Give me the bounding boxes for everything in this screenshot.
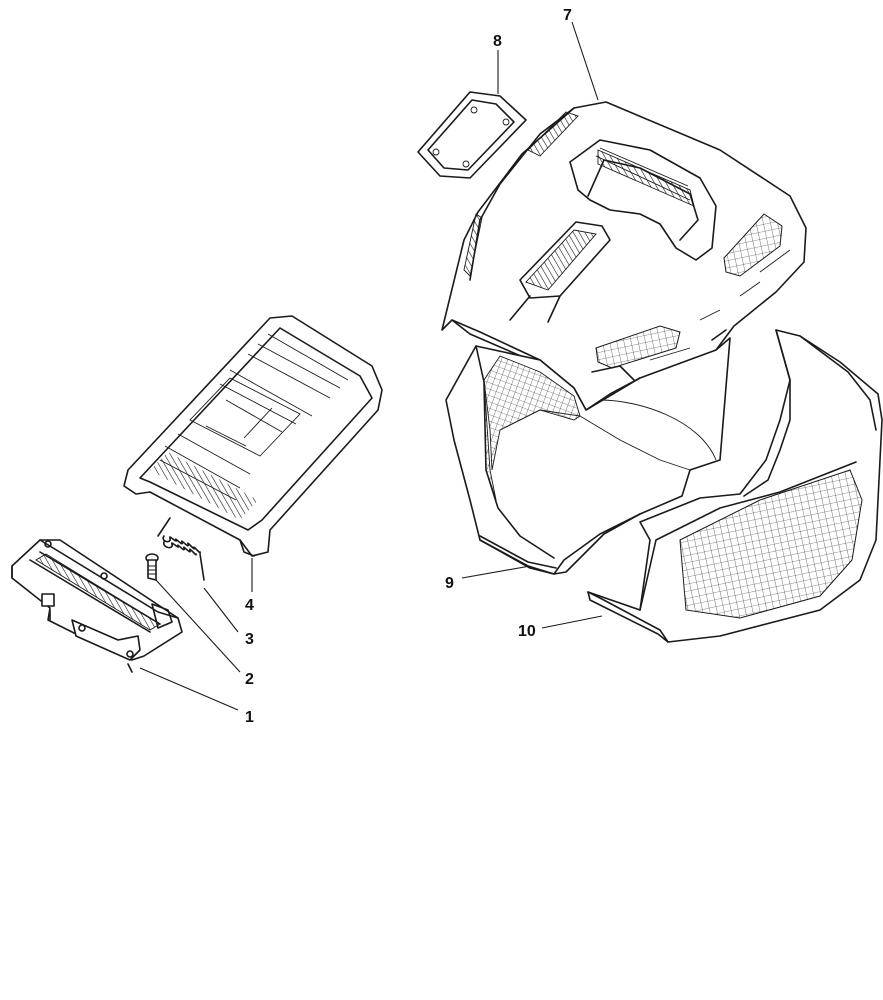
leader-10 — [541, 615, 603, 629]
part-7-top-frame — [441, 101, 807, 411]
callout-2: 2 — [245, 671, 254, 688]
leader-3 — [203, 587, 239, 633]
part-3-spring — [157, 517, 205, 581]
leader-1 — [139, 667, 239, 711]
callout-1: 1 — [245, 709, 254, 726]
callout-7: 7 — [563, 7, 572, 24]
leader-7 — [571, 21, 599, 101]
callout-10: 10 — [518, 623, 536, 640]
leader-2 — [155, 579, 241, 673]
leader-lines — [139, 21, 603, 711]
callout-4: 4 — [245, 597, 254, 614]
part-1-hinge-bracket — [11, 539, 183, 673]
part-9-catcher-body — [445, 337, 731, 575]
part-8-plate — [417, 91, 527, 179]
callout-8: 8 — [493, 33, 502, 50]
part-10-side-panel — [587, 329, 883, 643]
part-2-screw — [145, 553, 159, 581]
callout-labels: 1 2 3 4 7 8 9 10 — [245, 7, 572, 726]
leader-9 — [461, 565, 531, 579]
callout-9: 9 — [445, 575, 454, 592]
part-4-cover-plate — [123, 315, 383, 557]
callout-3: 3 — [245, 631, 254, 648]
